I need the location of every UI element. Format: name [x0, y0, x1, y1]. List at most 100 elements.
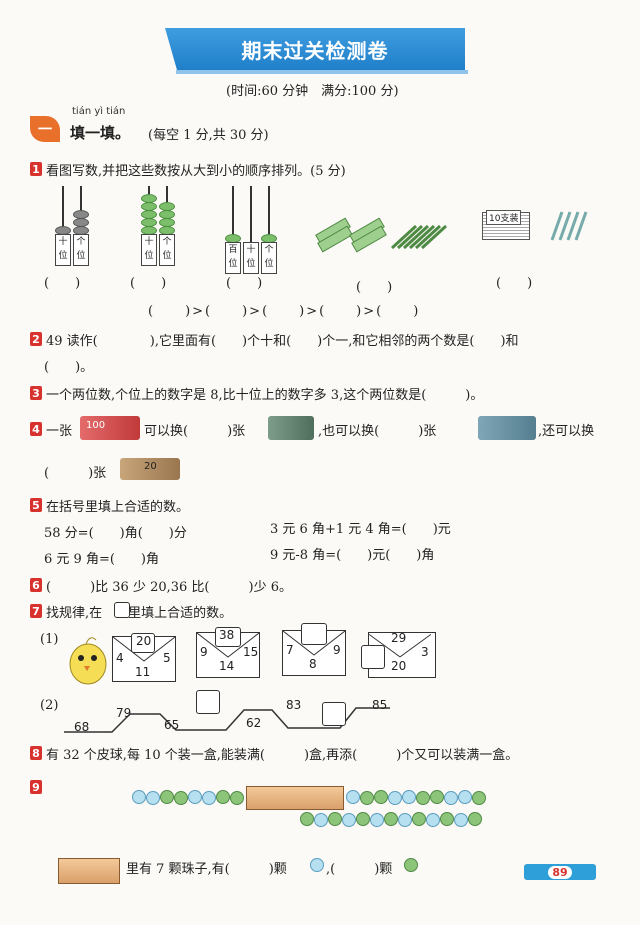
question-text: 一个两位数,个位上的数字是 8,比十位上的数字多 3,这个两位数是( )。 — [46, 388, 484, 403]
envelope-3: 7 9 8 — [282, 623, 346, 676]
question-text: ,( )颗 — [326, 862, 393, 877]
bead-box-cover-icon — [246, 786, 344, 810]
question-text: ,还可以换 — [538, 424, 595, 439]
bead — [216, 790, 230, 804]
envelope-4: 29 3 20 — [361, 631, 436, 678]
bead — [314, 813, 328, 827]
answer-box[interactable] — [322, 702, 346, 726]
part-label: (1) — [40, 632, 59, 647]
bead — [132, 790, 146, 804]
bead — [472, 791, 486, 805]
bead — [384, 812, 398, 826]
bead — [328, 812, 342, 826]
bead — [188, 790, 202, 804]
section-title: 填一填。 — [70, 124, 131, 142]
bead-box-icon — [58, 858, 120, 884]
sequence-number: 83 — [286, 698, 302, 712]
question-number: 3 — [30, 386, 42, 400]
question-text: ,也可以换( )张 — [318, 424, 437, 439]
chick-mascot-icon — [69, 637, 107, 685]
number-wave-line — [64, 707, 390, 733]
answer-blank[interactable]: ( ) — [226, 276, 263, 291]
sequence-number: 85 — [372, 698, 388, 712]
answer-blank[interactable]: ( ) — [356, 280, 393, 295]
stick-bundle-icon — [349, 217, 387, 253]
bead — [402, 790, 416, 804]
answer-box[interactable] — [301, 623, 327, 645]
fill-item[interactable]: 6 元 9 角=( )角 — [44, 552, 159, 567]
stick-bundles-illustration — [315, 217, 448, 253]
part-label: (2) — [40, 698, 59, 713]
place-label: 十位 — [55, 234, 71, 266]
question-text: 在括号里填上合适的数。 — [46, 500, 190, 515]
answer-blank[interactable]: ( ) — [496, 276, 533, 291]
bead — [374, 790, 388, 804]
place-label: 十位 — [141, 234, 157, 266]
box-label: 10支装 — [486, 210, 522, 225]
question-number: 6 — [30, 578, 42, 592]
bead — [146, 791, 160, 805]
bead — [398, 813, 412, 827]
bead — [230, 791, 244, 805]
bead — [342, 813, 356, 827]
answer-blank[interactable]: ( ) — [44, 276, 81, 291]
fill-item[interactable]: 58 分=( )角( )分 — [44, 526, 187, 541]
question-number: 4 — [30, 422, 42, 436]
bead — [356, 812, 370, 826]
loose-sticks-icon — [390, 224, 448, 250]
question-text: 49 读作( ),它里面有( )个十和( )个一,和它相邻的两个数是( )和 — [46, 334, 519, 349]
place-label: 十位 — [243, 242, 259, 274]
place-label: 个位 — [261, 242, 277, 274]
banknote-20-icon: 20 — [120, 458, 180, 480]
bead — [426, 813, 440, 827]
question-number: 5 — [30, 498, 42, 512]
section-badge: 一 — [30, 116, 60, 142]
question-number: 1 — [30, 162, 42, 176]
answer-blank[interactable]: ( ) — [130, 276, 167, 291]
bead — [370, 813, 384, 827]
bead — [430, 790, 444, 804]
fill-item[interactable]: 3 元 6 角+1 元 4 角=( )元 — [270, 522, 451, 537]
place-label: 个位 — [159, 234, 175, 266]
page-number-badge: 89 — [524, 864, 596, 880]
bead — [468, 812, 482, 826]
question-text: 有 32 个皮球,每 10 个装一盒,能装满( )盒,再添( )个又可以装满一盒… — [46, 748, 519, 763]
ordering-blanks[interactable]: ( )>( )>( )>( )>( ) — [148, 304, 421, 319]
question-number: 9 — [30, 780, 42, 794]
bead — [454, 813, 468, 827]
exam-info: (时间:60 分钟 满分:100 分) — [226, 84, 399, 99]
bead — [300, 812, 314, 826]
question-number: 8 — [30, 746, 42, 760]
bead — [360, 791, 374, 805]
question-text: 看图写数,并把这些数按从大到小的顺序排列。(5 分) — [46, 164, 346, 179]
envelope-1: 20 4 5 11 — [112, 633, 176, 682]
section-pinyin: tián yì tián — [72, 106, 126, 117]
fill-item[interactable]: 9 元-8 角=( )元( )角 — [270, 548, 435, 563]
sequence-number: 62 — [246, 716, 262, 730]
sequence-number: 79 — [116, 706, 132, 720]
sequence-number: 68 — [74, 720, 90, 734]
envelope-2: 38 9 15 14 — [196, 627, 260, 678]
answer-box[interactable] — [361, 645, 385, 669]
page-number: 89 — [548, 865, 572, 879]
banknote-10-icon — [478, 416, 536, 440]
stick-bundle-icon — [315, 217, 353, 253]
pencils-icon — [550, 211, 588, 241]
bead — [388, 791, 402, 805]
bead — [160, 790, 174, 804]
sequence-number: 65 — [164, 718, 180, 732]
place-label: 个位 — [73, 234, 89, 266]
bead — [174, 791, 188, 805]
page-title: 期末过关检测卷 — [165, 28, 465, 70]
bead — [202, 791, 216, 805]
title-underline — [176, 70, 468, 74]
question-number: 7 — [30, 604, 42, 618]
question-text: 找规律,在 里填上合适的数。 — [46, 606, 233, 621]
question-text: 可以换( )张 — [144, 424, 246, 439]
answer-box[interactable] — [196, 690, 220, 714]
question-text: ( )。 — [44, 360, 94, 375]
question-text: ( )张 — [44, 466, 107, 481]
question-text: ( )比 36 少 20,36 比( )少 6。 — [46, 580, 292, 595]
blue-bead-icon — [310, 858, 324, 872]
bead — [412, 812, 426, 826]
